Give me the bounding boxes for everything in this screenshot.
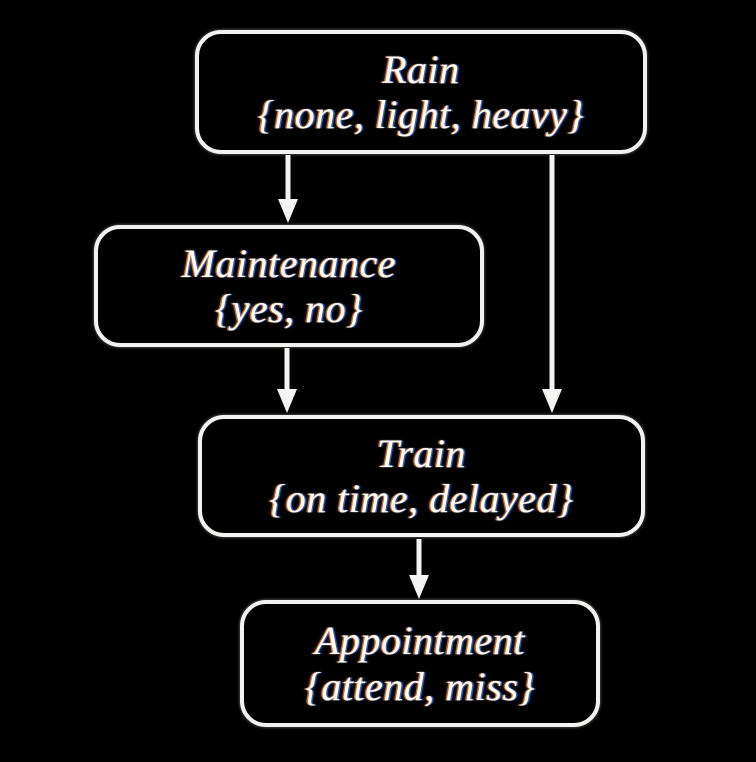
- node-appointment-states: {attend, miss}: [304, 663, 536, 709]
- node-train[interactable]: Train {on time, delayed}: [198, 415, 645, 537]
- node-train-title: Train: [376, 430, 467, 476]
- edge-maintenance-to-train: [267, 348, 307, 413]
- arrowhead-icon: [278, 199, 298, 223]
- edge-stem: [549, 155, 555, 391]
- edge-stem: [416, 539, 422, 577]
- edge-rain-to-maintenance: [268, 155, 308, 223]
- edge-train-to-appointment: [399, 539, 439, 599]
- node-maintenance[interactable]: Maintenance {yes, no}: [94, 225, 484, 347]
- node-rain-states: {none, light, heavy}: [257, 92, 585, 137]
- node-appointment[interactable]: Appointment {attend, miss}: [240, 600, 600, 727]
- node-maintenance-states: {yes, no}: [215, 286, 363, 331]
- edge-rain-to-train: [532, 155, 572, 413]
- node-train-states: {on time, delayed}: [269, 476, 574, 521]
- edge-stem: [284, 348, 290, 391]
- edge-stem: [285, 155, 291, 201]
- node-rain-title: Rain: [382, 46, 460, 92]
- node-appointment-title: Appointment: [315, 618, 525, 664]
- arrowhead-icon: [409, 575, 429, 599]
- arrowhead-icon: [277, 389, 297, 413]
- node-maintenance-title: Maintenance: [181, 240, 397, 286]
- arrowhead-icon: [542, 389, 562, 413]
- node-rain[interactable]: Rain {none, light, heavy}: [195, 30, 647, 154]
